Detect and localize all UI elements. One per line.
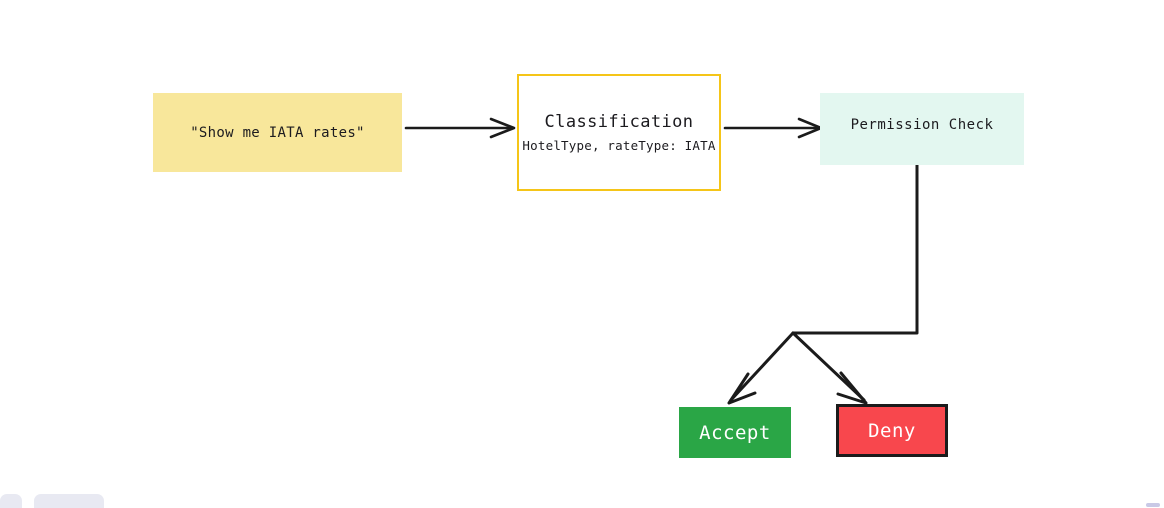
classification-sublabel: HotelType, rateType: IATA — [522, 138, 716, 153]
deny-node[interactable]: Deny — [836, 404, 948, 457]
permission-check-node[interactable]: Permission Check — [820, 93, 1024, 165]
permission-check-label: Permission Check — [850, 117, 994, 133]
edge-permission-trunk — [791, 163, 919, 335]
edge-permission-to-deny — [791, 331, 868, 405]
classification-label: Classification — [544, 112, 694, 132]
accept-label: Accept — [699, 421, 771, 444]
toolbar-mark-right[interactable] — [1146, 503, 1160, 507]
edge-classification-to-permission — [723, 117, 823, 139]
user-query-node[interactable]: "Show me IATA rates" — [153, 93, 402, 172]
user-query-label: "Show me IATA rates" — [190, 124, 365, 141]
accept-node[interactable]: Accept — [679, 407, 791, 458]
edge-query-to-classification — [404, 117, 516, 139]
toolbar-pill-wide[interactable] — [34, 494, 104, 508]
deny-label: Deny — [868, 419, 916, 442]
classification-node[interactable]: Classification HotelType, rateType: IATA — [517, 74, 721, 191]
edge-permission-to-accept — [727, 331, 795, 405]
toolbar-pill-left[interactable] — [0, 494, 22, 508]
